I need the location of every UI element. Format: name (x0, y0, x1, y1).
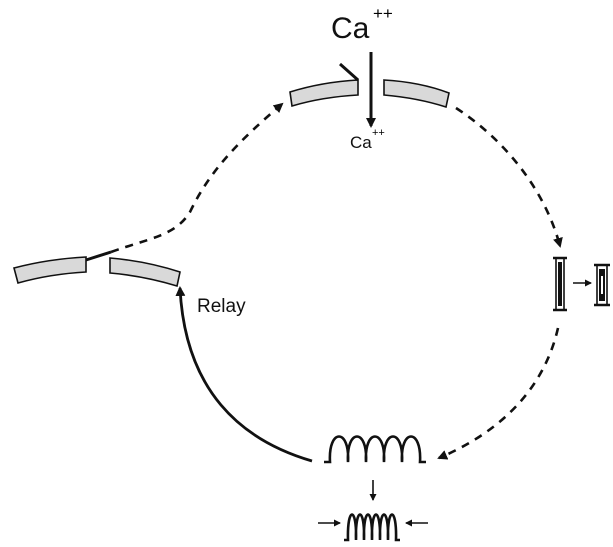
sarcomere-contracted-icon (594, 263, 610, 307)
sarcomere-relaxed-icon (553, 256, 567, 312)
membrane-segment-top-left (289, 79, 359, 108)
calcium-ion-outside-label: Ca (331, 14, 369, 44)
dashed-arrow-left-to-top (110, 102, 284, 254)
dashed-arrow-sarcomere-to-spring (437, 327, 560, 460)
membrane-segment-top-right (383, 79, 450, 109)
channel-gate-open (339, 62, 359, 82)
calcium-ion-inside-symbol: Ca (350, 133, 372, 152)
calcium-ion-inside-label: Ca (350, 134, 372, 151)
spring-compressed-icon (344, 513, 400, 542)
membrane-segment-left-closed (13, 256, 87, 284)
calcium-ion-outside-symbol: Ca (331, 12, 370, 45)
calcium-ion-inside-charge: ++ (372, 127, 385, 139)
channel-gate-closed (85, 250, 112, 262)
relay-label: Relay (197, 296, 246, 317)
relay-arrow (175, 286, 313, 463)
dashed-arrow-top-to-sarcomere (455, 106, 563, 248)
spring-relaxed-icon (324, 435, 426, 464)
membrane-segment-left-right (109, 257, 181, 288)
calcium-ion-outside-charge: ++ (373, 4, 393, 23)
